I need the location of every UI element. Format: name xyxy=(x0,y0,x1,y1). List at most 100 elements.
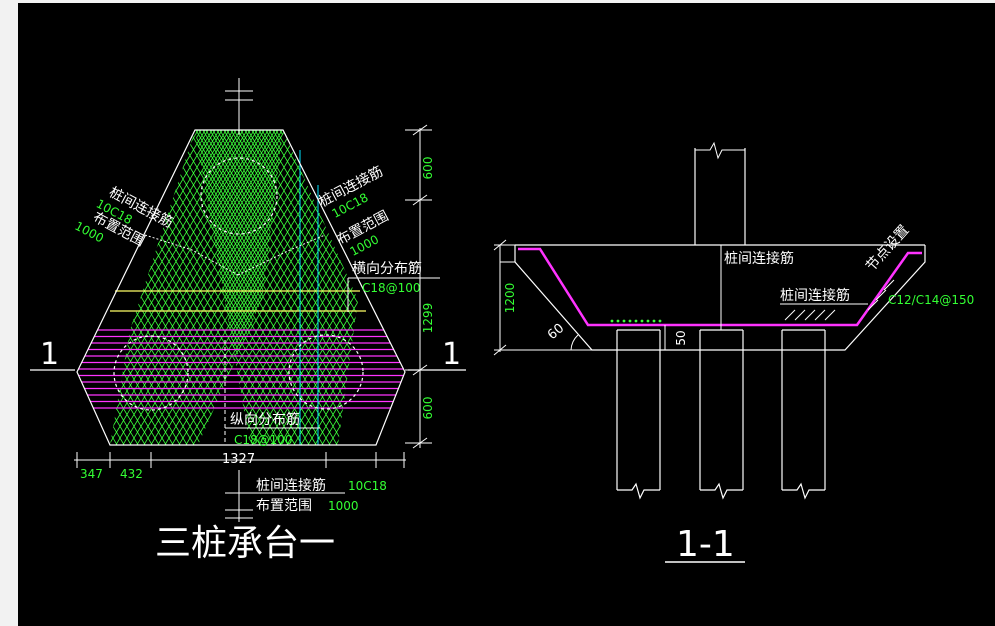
hatch-line xyxy=(110,130,189,445)
hatch-line xyxy=(149,130,283,445)
hatch-line xyxy=(0,100,142,470)
pile-cap-outline[interactable] xyxy=(76,129,406,446)
hatch-line xyxy=(195,130,213,445)
hatch-line xyxy=(0,100,6,470)
hatch-line xyxy=(226,130,283,445)
hatch-line xyxy=(110,130,126,445)
hatch-line xyxy=(110,130,154,445)
section-height-dimension xyxy=(493,239,555,356)
dim-angle: 60 xyxy=(545,321,567,343)
dim-vertical-bottom: 600 xyxy=(421,397,435,420)
section-label-slope: 节点设置 xyxy=(863,222,912,274)
hatch-line xyxy=(184,130,283,445)
pile-circle-left[interactable] xyxy=(113,335,189,411)
hatch-line xyxy=(0,100,16,470)
hatch-line xyxy=(594,100,814,470)
hatch-line xyxy=(433,100,653,470)
rebar-dot xyxy=(640,319,644,323)
rebar-dot xyxy=(628,319,632,323)
hatch-line xyxy=(608,100,828,470)
rebar-tick-marks xyxy=(784,279,895,321)
hatch-line xyxy=(0,100,128,470)
hatch-line xyxy=(573,100,793,470)
bottom-main-rebar xyxy=(518,247,922,327)
hatch-line xyxy=(257,130,358,445)
hatch-line xyxy=(580,100,800,470)
hatch-line xyxy=(423,100,643,470)
section-label-top: 桩间连接筋 xyxy=(724,250,794,267)
hatch-line xyxy=(545,100,765,470)
hatch-line xyxy=(650,100,870,470)
hatch-line xyxy=(458,100,678,470)
window-frame-left xyxy=(0,0,18,626)
hatch-line xyxy=(0,100,184,470)
hatch-line xyxy=(0,100,69,470)
longitudinal-distribution-rebar xyxy=(77,329,405,409)
hatch-line xyxy=(0,100,51,470)
hatch-line xyxy=(636,100,856,470)
hatch-line xyxy=(110,130,168,445)
hatch-line xyxy=(0,100,9,470)
hatch-line xyxy=(110,130,182,445)
dim-horizontal-1327: 1327 xyxy=(222,452,255,467)
hatch-line xyxy=(461,100,681,470)
hatch-line xyxy=(0,100,13,470)
hatch-line xyxy=(205,130,283,445)
hatch-line xyxy=(538,100,758,470)
hatch-line xyxy=(0,100,184,470)
pile-circle-top[interactable] xyxy=(200,157,278,235)
hatch-line xyxy=(524,100,744,470)
pile-connection-rebar-hatch xyxy=(0,100,905,470)
hatch-line xyxy=(0,100,93,470)
hatch-line xyxy=(195,130,213,445)
hatch-line xyxy=(685,100,905,470)
pile-circle-right[interactable] xyxy=(288,334,364,410)
hatch-line xyxy=(0,100,41,470)
hatch-line xyxy=(110,130,217,445)
hatch-line xyxy=(110,130,196,445)
hatch-line xyxy=(0,100,23,470)
hatch-line xyxy=(0,100,163,470)
hatch-line xyxy=(419,100,639,470)
hatch-line xyxy=(110,130,203,445)
hatch-line xyxy=(622,100,842,470)
dim-horizontal-347: 347 xyxy=(80,467,103,481)
hatch-line xyxy=(0,100,104,470)
hatch-line xyxy=(510,100,730,470)
hatch-line xyxy=(503,100,723,470)
dim-horizontal-432: 432 xyxy=(120,467,143,481)
hatch-line xyxy=(0,100,170,470)
hatch-line xyxy=(0,100,23,470)
hatch-line xyxy=(110,130,133,445)
hatch-line xyxy=(0,100,69,470)
hatch-line xyxy=(587,100,807,470)
hatch-line xyxy=(451,100,671,470)
rebar-dot xyxy=(634,319,638,323)
hatch-line xyxy=(447,100,667,470)
hatch-line xyxy=(110,130,161,445)
hatch-line xyxy=(545,100,765,470)
hatch-line xyxy=(110,130,126,445)
hatch-line xyxy=(195,130,227,445)
hatch-line xyxy=(489,100,709,470)
hatch-line xyxy=(0,100,30,470)
hatch-line xyxy=(110,130,168,445)
hatch-line xyxy=(110,130,196,445)
hatch-line xyxy=(559,100,779,470)
note-bottom-range-value: 1000 xyxy=(328,499,359,513)
hatch-line xyxy=(0,100,156,470)
hatch-line xyxy=(0,100,44,470)
hatch-line xyxy=(573,100,793,470)
hatch-line xyxy=(0,100,34,470)
note-longitudinal-spec: C18@100 xyxy=(234,433,293,447)
hatch-line xyxy=(524,100,744,470)
angle-arc xyxy=(570,334,579,351)
hatch-line xyxy=(440,100,660,470)
section-piles[interactable] xyxy=(616,329,826,500)
hatch-line xyxy=(110,130,210,445)
hatch-line xyxy=(0,100,20,470)
hatch-line xyxy=(0,100,177,470)
hatch-line xyxy=(601,100,821,470)
cap-section-outline[interactable] xyxy=(514,245,926,351)
